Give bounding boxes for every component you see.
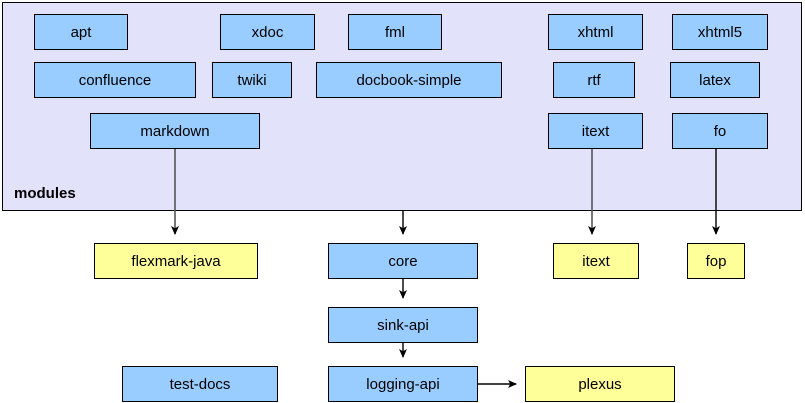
node-label: xhtml — [577, 23, 614, 41]
node-label: itext — [582, 252, 610, 270]
node-logging-api[interactable]: logging-api — [328, 366, 478, 402]
node-label: fo — [713, 122, 727, 140]
node-itext-module[interactable]: itext — [548, 113, 643, 149]
node-label: latex — [699, 71, 731, 89]
node-label: rtf — [587, 71, 601, 89]
node-label: logging-api — [366, 375, 440, 393]
node-fo[interactable]: fo — [672, 113, 768, 149]
node-docbook-simple[interactable]: docbook-simple — [316, 62, 502, 98]
node-label: confluence — [78, 71, 152, 89]
node-fop[interactable]: fop — [687, 243, 745, 279]
node-flexmark-java[interactable]: flexmark-java — [94, 243, 258, 279]
node-label: core — [388, 252, 418, 270]
node-apt[interactable]: apt — [34, 14, 128, 50]
node-label: twiki — [237, 71, 267, 89]
node-label: itext — [581, 122, 610, 140]
node-markdown[interactable]: markdown — [90, 113, 260, 149]
node-xhtml[interactable]: xhtml — [548, 14, 643, 50]
node-itext-dep[interactable]: itext — [553, 243, 639, 279]
node-label: xdoc — [251, 23, 284, 41]
node-label: xhtml5 — [697, 23, 743, 41]
node-xhtml5[interactable]: xhtml5 — [672, 14, 768, 50]
node-rtf[interactable]: rtf — [553, 62, 635, 98]
node-core[interactable]: core — [328, 243, 478, 279]
node-label: fop — [705, 252, 727, 270]
node-label: docbook-simple — [356, 71, 462, 89]
node-label: sink-api — [377, 316, 429, 334]
node-label: markdown — [140, 122, 210, 140]
node-label: plexus — [578, 375, 622, 393]
node-label: flexmark-java — [131, 252, 221, 270]
node-label: test-docs — [169, 375, 231, 393]
node-twiki[interactable]: twiki — [212, 62, 292, 98]
node-fml[interactable]: fml — [348, 14, 442, 50]
node-xdoc[interactable]: xdoc — [220, 14, 315, 50]
node-label: apt — [70, 23, 92, 41]
node-sink-api[interactable]: sink-api — [328, 307, 478, 343]
node-confluence[interactable]: confluence — [34, 62, 196, 98]
node-plexus[interactable]: plexus — [525, 366, 675, 402]
node-latex[interactable]: latex — [670, 62, 760, 98]
node-test-docs[interactable]: test-docs — [122, 366, 278, 402]
modules-cluster-label: modules — [14, 185, 76, 202]
node-label: fml — [385, 23, 405, 41]
